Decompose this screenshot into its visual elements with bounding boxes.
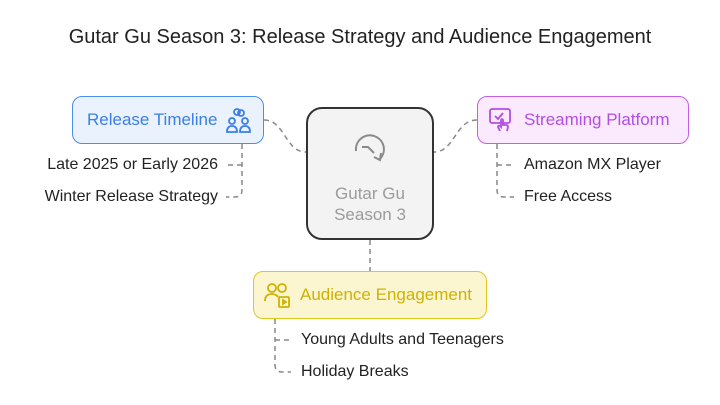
central-topic: Gutar Gu Season 3: [306, 107, 434, 240]
touch-screen-icon: [489, 108, 511, 132]
rotate-arrow-icon: [354, 134, 385, 162]
node-label: Streaming Platform: [524, 110, 670, 129]
audience-video-icon: [264, 283, 290, 308]
connector-audience-items: [274, 319, 291, 373]
streaming-item: Amazon MX Player: [524, 156, 661, 173]
node-release-timeline: Release Timeline: [72, 96, 264, 144]
people-link-icon: [226, 108, 251, 133]
streaming-item: Free Access: [524, 188, 613, 205]
diagram-title: Gutar Gu Season 3: Release Strategy and …: [68, 26, 652, 48]
audience-item: Holiday Breaks: [301, 363, 409, 380]
node-audience-engagement: Audience Engagement: [253, 271, 487, 319]
node-label: Release Timeline: [87, 110, 218, 129]
central-title-line1: Gutar Gu: [335, 184, 405, 203]
release-item: Winter Release Strategy: [44, 188, 218, 205]
node-streaming-platform: Streaming Platform: [477, 96, 689, 144]
connector-release-items: [226, 144, 243, 198]
central-title-line2: Season 3: [334, 205, 406, 224]
connector-streaming-items: [496, 144, 514, 198]
connector-release: [263, 119, 307, 153]
connector-streaming: [433, 119, 478, 153]
release-item: Late 2025 or Early 2026: [47, 156, 218, 173]
audience-item: Young Adults and Teenagers: [301, 331, 504, 348]
node-label: Audience Engagement: [300, 285, 473, 304]
